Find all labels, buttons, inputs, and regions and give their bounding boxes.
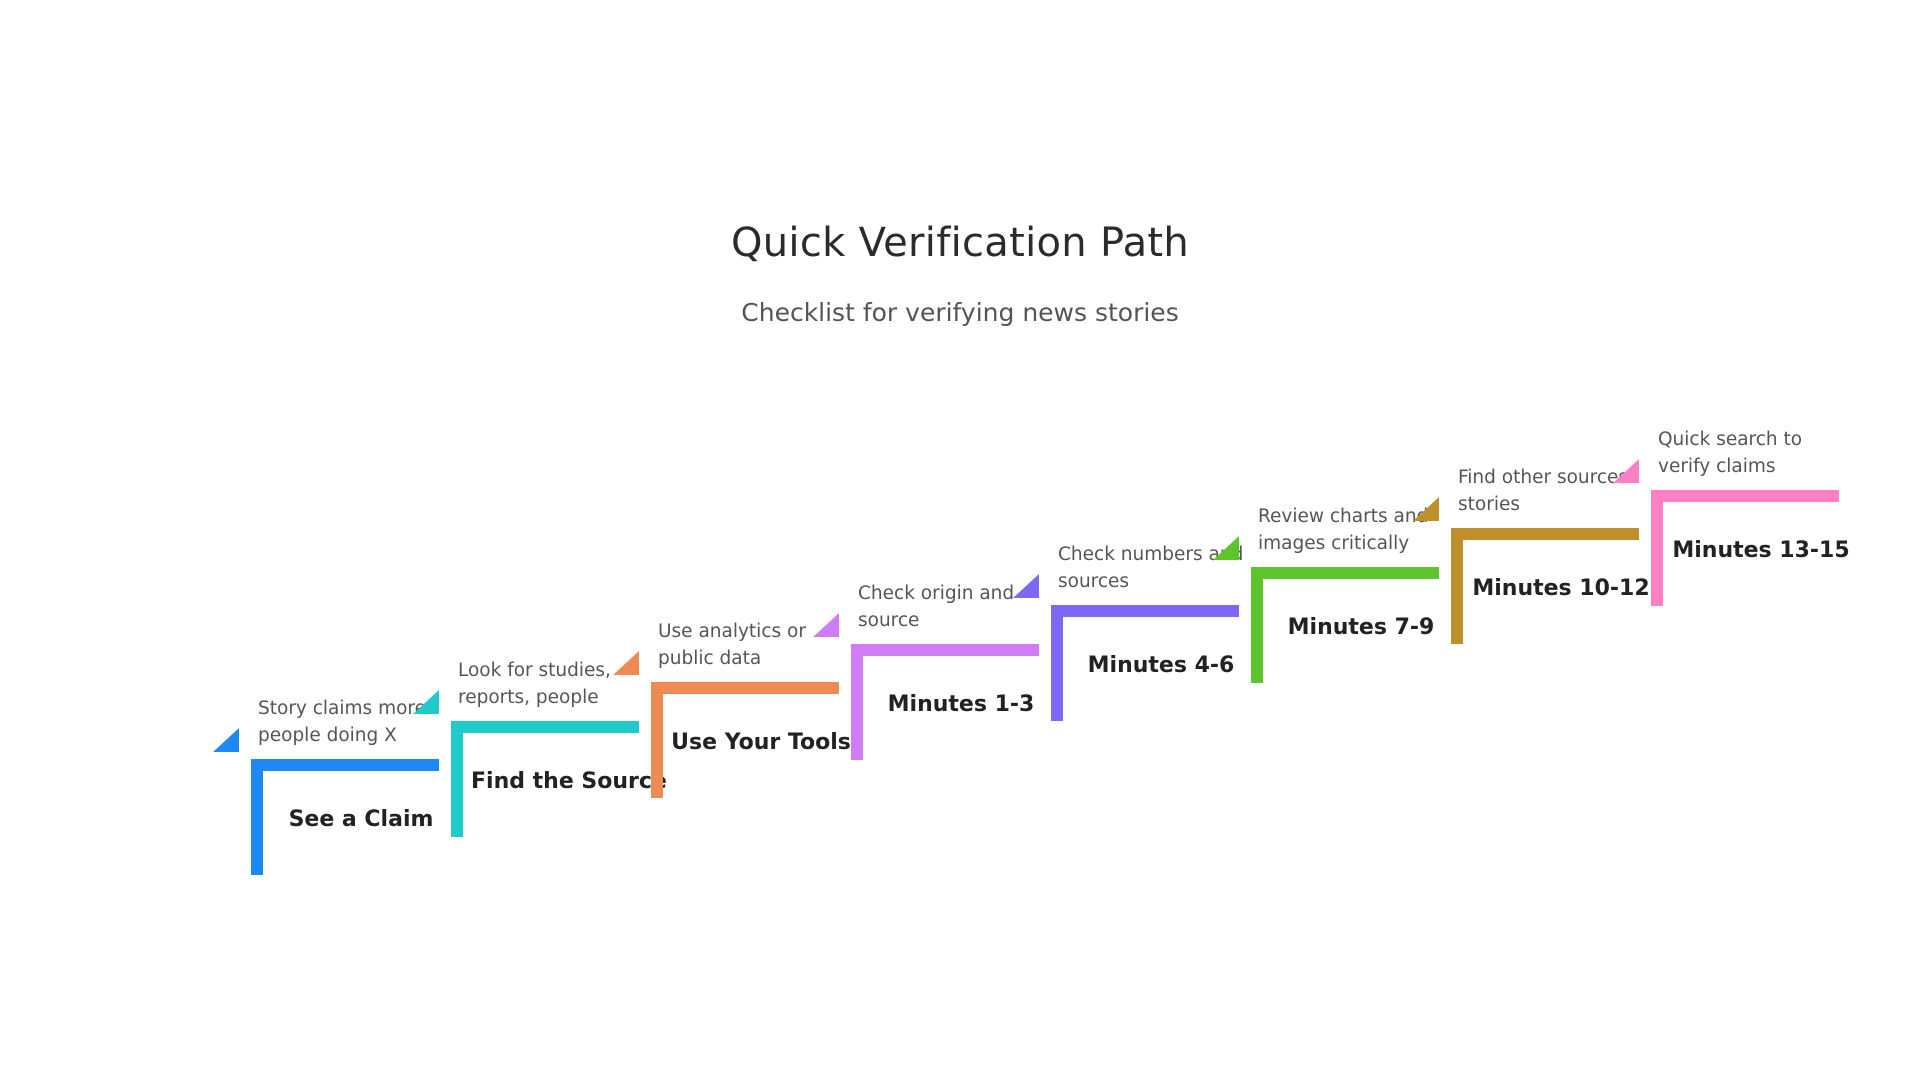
step-label: Minutes 10-12 bbox=[1472, 576, 1650, 601]
step-corner-triangle bbox=[213, 728, 239, 752]
step-description: Find other sources' stories bbox=[1458, 467, 1634, 515]
step-riser bbox=[1051, 605, 1063, 721]
step-label: Minutes 4-6 bbox=[1087, 653, 1235, 678]
step-tread bbox=[1051, 605, 1239, 617]
step-description: Quick search to verify claims bbox=[1658, 428, 1803, 477]
step-corner-triangle bbox=[413, 689, 439, 714]
step-tread bbox=[1651, 489, 1839, 502]
step-corner-triangle bbox=[1413, 497, 1439, 521]
step-description: Review charts and images critically bbox=[1258, 505, 1429, 554]
step-description: Check origin and source bbox=[858, 582, 1015, 631]
step-tread bbox=[851, 643, 1039, 656]
step-riser bbox=[1451, 528, 1463, 644]
step-1: Story claims more people doing X See a Cl… bbox=[213, 695, 451, 895]
step-label: Minutes 13-15 bbox=[1672, 537, 1850, 563]
step-corner-triangle bbox=[1213, 535, 1239, 560]
step-label: See a Claim bbox=[288, 807, 434, 832]
step-tread bbox=[1451, 528, 1639, 540]
step-tread bbox=[1251, 566, 1439, 579]
step-description: Check numbers and sources bbox=[1058, 544, 1244, 592]
step-tread bbox=[651, 682, 839, 694]
step-description: Story claims more people doing X bbox=[258, 698, 426, 746]
step-tread bbox=[451, 720, 639, 733]
step-label: Use Your Tools bbox=[671, 730, 851, 755]
step-corner-triangle bbox=[1013, 574, 1039, 598]
step-description: Look for studies, reports, people bbox=[458, 659, 611, 708]
diagram-title: Quick Verification Path bbox=[730, 220, 1190, 266]
diagram-subtitle: Checklist for verifying news stories bbox=[741, 298, 1179, 327]
step-label: Minutes 7-9 bbox=[1287, 614, 1435, 640]
step-riser bbox=[1651, 489, 1663, 606]
step-riser bbox=[251, 759, 263, 875]
step-riser bbox=[851, 643, 863, 760]
step-description: Use analytics or public data bbox=[658, 621, 806, 669]
step-riser bbox=[451, 720, 463, 837]
step-riser bbox=[651, 682, 663, 798]
step-riser bbox=[1251, 566, 1263, 683]
step-label: Minutes 1-3 bbox=[887, 691, 1035, 717]
step-tread bbox=[251, 759, 439, 771]
step-corner-triangle bbox=[613, 651, 639, 675]
step-label: Find the Source bbox=[471, 768, 667, 794]
step-corner-triangle bbox=[813, 612, 839, 637]
step-corner-triangle bbox=[1613, 458, 1639, 483]
